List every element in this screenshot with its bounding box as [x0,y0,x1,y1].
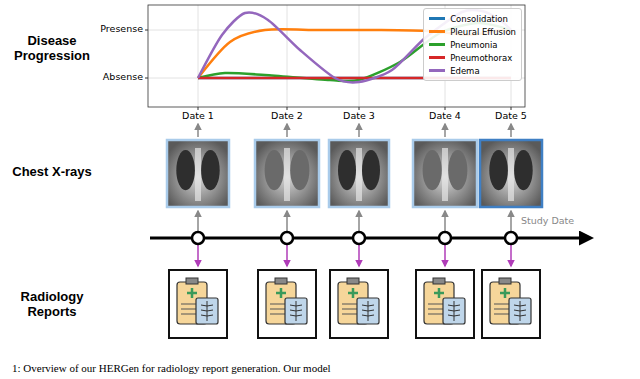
timeline [150,237,588,240]
arrow [510,245,512,266]
arrow [286,211,288,231]
timeline-dot [439,232,451,244]
axis-label: Date 5 [495,111,527,122]
arrow [358,211,360,231]
report-icon [482,270,540,338]
grid-line [198,5,199,107]
legend-text: Pleural Effusion [450,27,516,37]
report-icon [258,270,316,338]
legend-entry: Consolidation [429,12,516,25]
axis-label: Presense [100,24,143,35]
tick [198,107,199,110]
timeline-dot [192,232,204,244]
tick [145,30,148,31]
legend-entry: Edema [429,64,516,77]
axis-label: Date 3 [343,111,375,122]
row-label: Chest X-rays [7,165,97,180]
xray-image [167,140,229,207]
arrow [197,124,199,137]
arrow [197,245,199,266]
tick [287,107,288,110]
timeline-dot [505,232,517,244]
axis-label: Date 1 [182,111,214,122]
xray-image [255,140,319,207]
legend-text: Pneumonia [450,40,497,50]
plot-frame [148,5,525,107]
report-icon [416,270,474,338]
tick [445,107,446,110]
axis-label: Date 4 [429,111,461,122]
timeline-dot [353,232,365,244]
legend-swatch [429,43,445,46]
caption: 1: Overview of our HERGen for radiology … [12,362,331,375]
arrow [510,211,512,231]
grid-line [287,5,288,107]
arrow [444,245,446,266]
legend-swatch [429,56,445,59]
progression-curve [198,10,511,83]
legend-entry: Pleural Effusion [429,25,516,38]
report-icon [169,270,227,338]
legend-swatch [429,17,445,20]
legend-entry: Pneumothorax [429,51,516,64]
xray-image [329,140,389,207]
legend-entry: Pneumonia [429,38,516,51]
grid-line [359,5,360,107]
legend-swatch [429,30,445,33]
legend-text: Pneumothorax [450,53,512,63]
tick [511,107,512,110]
axis-label: Date 2 [271,111,303,122]
legend-text: Edema [450,66,479,76]
legend: ConsolidationPleural EffusionPneumoniaPn… [423,8,522,81]
arrow [444,211,446,231]
xray-image [413,140,477,207]
arrow [358,245,360,266]
legend-text: Consolidation [450,14,508,24]
row-label: Disease Progression [7,34,97,64]
row-label: Radiology Reports [7,290,97,320]
axis-label: Absense [103,72,143,83]
report-icon [330,270,388,338]
arrow [444,124,446,137]
arrow [510,124,512,137]
arrow [286,124,288,137]
tick [145,78,148,79]
chart [145,5,525,110]
arrow [197,211,199,231]
axis-label: Study Date [521,216,574,227]
tick [359,107,360,110]
arrow [358,124,360,137]
timeline-dot [281,232,293,244]
arrow [286,245,288,266]
legend-swatch [429,69,445,72]
xray-image [480,140,542,207]
